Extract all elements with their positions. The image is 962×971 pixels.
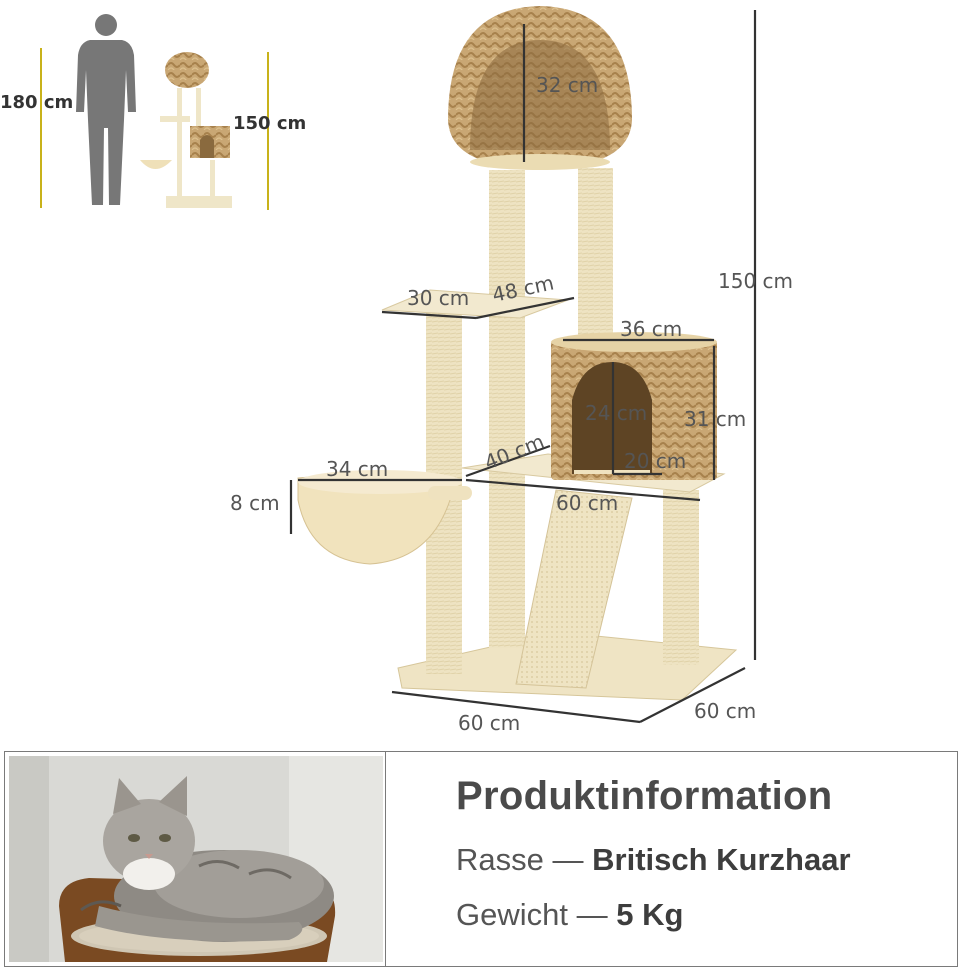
house-height-label: 31 cm <box>684 407 746 431</box>
breed-label: Rasse <box>456 842 544 877</box>
british-shorthair-cat-photo <box>9 756 383 962</box>
weight-row: Gewicht — 5 Kg <box>456 897 683 933</box>
product-drawing: 180 cm 150 cm <box>0 6 793 735</box>
dimension-lines <box>289 10 757 724</box>
product-info-panel: Produktinformation Rasse — Britisch Kurz… <box>385 752 957 966</box>
cat-tree-illustration <box>297 6 738 701</box>
shelf-length-label: 60 cm <box>556 491 618 515</box>
breed-value: Britisch Kurzhaar <box>592 842 851 877</box>
total-height-label: 150 cm <box>718 269 793 293</box>
breed-row: Rasse — Britisch Kurzhaar <box>456 842 851 878</box>
tree-height-label: 150 cm <box>233 113 306 134</box>
house-width-label: 36 cm <box>620 317 682 341</box>
door-width-label: 20 cm <box>624 449 686 473</box>
ball-height-label: 32 cm <box>536 73 598 97</box>
cat-tree-thumbnail-icon <box>140 52 232 208</box>
breed-separator: — <box>552 842 584 877</box>
weight-separator: — <box>576 897 608 932</box>
hammock-depth-label: 8 cm <box>230 491 280 515</box>
dimension-labels: 150 cm 32 cm 30 cm 48 cm 36 cm 31 cm 24 … <box>230 73 793 735</box>
cat-photo <box>9 756 383 962</box>
platform-width-label: 30 cm <box>407 286 469 310</box>
person-height-label: 180 cm <box>0 92 73 113</box>
scale-comparison: 180 cm 150 cm <box>0 14 306 210</box>
base-width-label: 60 cm <box>458 711 520 735</box>
hammock-diameter-label: 34 cm <box>326 457 388 481</box>
product-info-box: Produktinformation Rasse — Britisch Kurz… <box>4 751 958 967</box>
base-depth-label: 60 cm <box>694 699 756 723</box>
weight-label: Gewicht <box>456 897 568 932</box>
door-height-label: 24 cm <box>585 401 647 425</box>
product-info-title: Produktinformation <box>456 774 833 818</box>
person-silhouette-icon <box>76 14 136 205</box>
weight-value: 5 Kg <box>616 897 684 932</box>
